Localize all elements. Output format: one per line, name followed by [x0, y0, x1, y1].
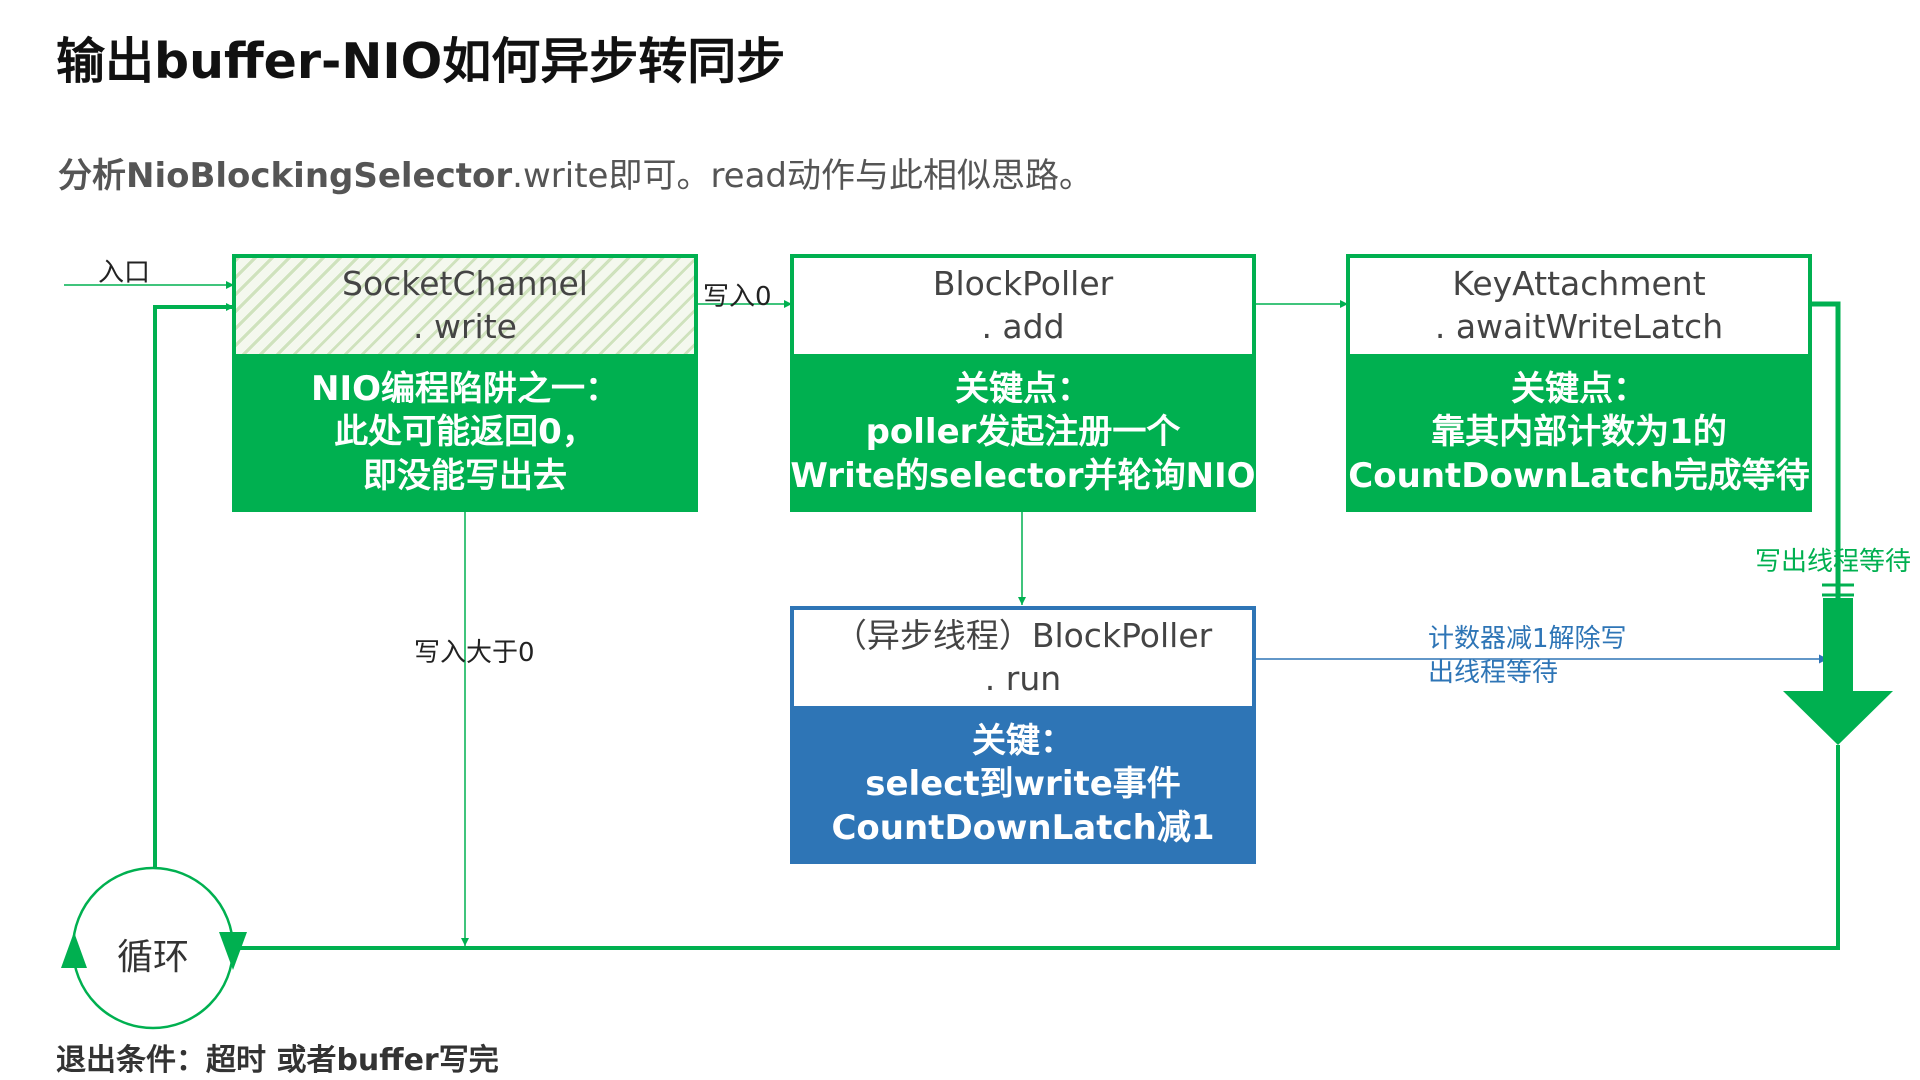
node-title: （异步线程）BlockPoller: [833, 616, 1213, 656]
node-header: KeyAttachment . awaitWriteLatch: [1346, 254, 1812, 354]
node-header: BlockPoller . add: [790, 254, 1256, 354]
loop-arrow-right: [219, 932, 247, 970]
countdown-label: 计数器减1解除写 出线程等待: [1428, 622, 1627, 691]
wait-arrow-head: [1783, 691, 1893, 745]
entry-label: 入口: [98, 258, 151, 288]
wait-label: 写出线程等待: [1755, 547, 1912, 577]
node-line: 靠其内部计数为1的: [1431, 412, 1727, 453]
node-header: （异步线程）BlockPoller . run: [790, 606, 1256, 706]
node-line: 即没能写出去: [363, 455, 567, 496]
node-method: . add: [981, 307, 1065, 346]
node-line: 此处可能返回0，: [334, 412, 596, 453]
countdown-label-line: 出线程等待: [1428, 658, 1559, 689]
node-blockpoller-add: BlockPoller . add 关键点： poller发起注册一个 Writ…: [790, 254, 1256, 512]
node-line: CountDownLatch减1: [831, 807, 1215, 848]
write-zero-label: 写入0: [703, 282, 772, 312]
node-keyattachment-await: KeyAttachment . awaitWriteLatch 关键点： 靠其内…: [1346, 254, 1812, 512]
loop-label: 循环: [117, 937, 190, 978]
node-body: 关键： select到write事件 CountDownLatch减1: [790, 706, 1256, 864]
wait-arrow-shaft: [1823, 598, 1853, 692]
write-gt-zero-label: 写入大于0: [414, 638, 535, 668]
await-line: [1812, 301, 1841, 700]
page-title: 输出buffer-NIO如何异步转同步: [56, 33, 786, 90]
node-header: SocketChannel . write: [232, 254, 698, 354]
node-title: KeyAttachment: [1452, 264, 1706, 304]
node-line: 关键点：: [955, 369, 1091, 410]
countdown-label-line: 计数器减1解除写: [1428, 624, 1627, 654]
node-line: poller发起注册一个: [865, 412, 1181, 453]
node-title: BlockPoller: [932, 264, 1114, 304]
node-method: . run: [984, 659, 1062, 698]
node-title: SocketChannel: [342, 264, 588, 304]
subtitle-rest: .write即可。read动作与此相似思路。: [512, 156, 1094, 196]
loop-up-line: [153, 303, 234, 868]
node-line: Write的selector并轮询NIO: [790, 455, 1256, 496]
node-blockpoller-run: （异步线程）BlockPoller . run 关键： select到write…: [790, 606, 1256, 864]
node-line: CountDownLatch完成等待: [1348, 455, 1810, 496]
loop-arrow-left: [61, 932, 87, 968]
subtitle-class-name: 分析NioBlockingSelector: [58, 156, 513, 196]
node-socketchannel-write: SocketChannel . write NIO编程陷阱之一： 此处可能返回0…: [232, 254, 698, 512]
node-line: 关键：: [972, 721, 1074, 762]
node-line: NIO编程陷阱之一：: [310, 369, 619, 410]
node-method: . awaitWriteLatch: [1434, 307, 1724, 346]
node-method: . write: [413, 307, 517, 346]
exit-condition: 退出条件：超时 或者buffer写完: [56, 1043, 499, 1078]
page-subtitle: 分析NioBlockingSelector.write即可。read动作与此相似…: [58, 148, 1093, 197]
node-line: 关键点：: [1511, 369, 1647, 410]
node-body: 关键点： 靠其内部计数为1的 CountDownLatch完成等待: [1346, 354, 1812, 512]
node-body: 关键点： poller发起注册一个 Write的selector并轮询NIO: [790, 354, 1256, 512]
node-line: select到write事件: [865, 764, 1181, 805]
node-body: NIO编程陷阱之一： 此处可能返回0， 即没能写出去: [232, 354, 698, 512]
